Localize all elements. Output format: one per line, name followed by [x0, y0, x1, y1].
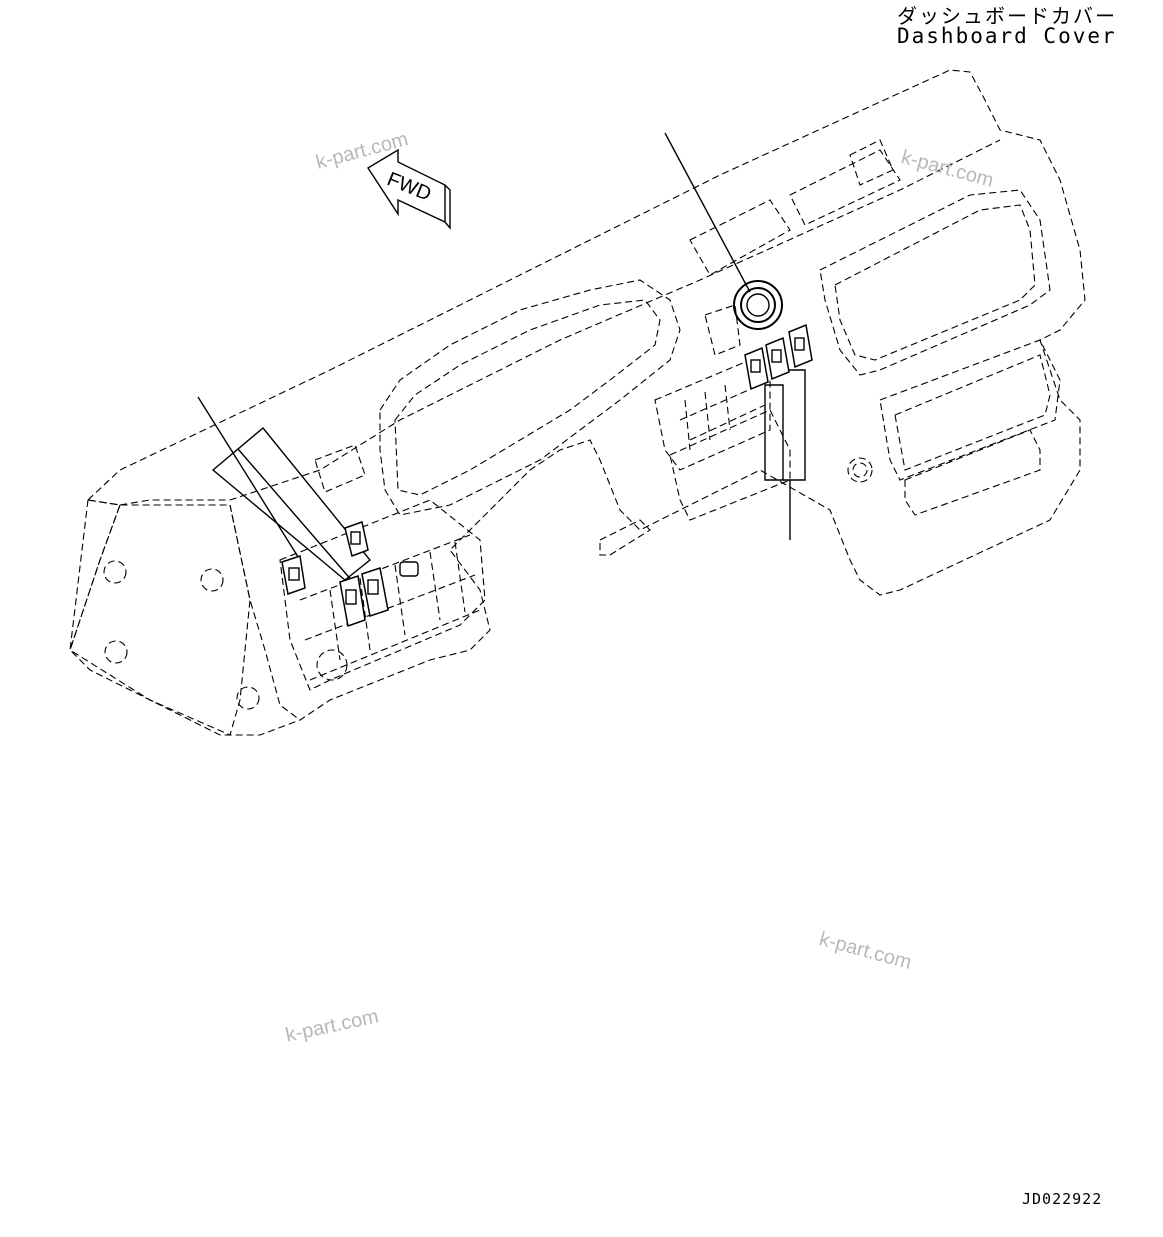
ignition-knob	[733, 280, 783, 330]
fwd-label: FWD	[384, 168, 434, 205]
small-knob	[399, 561, 419, 577]
part-title-english: Dashboard Cover	[897, 24, 1117, 48]
callout-lines	[197, 132, 806, 591]
rocker-switches-right	[744, 323, 813, 391]
drawing-code: JD022922	[1022, 1190, 1103, 1208]
fwd-direction-arrow: FWD	[367, 148, 451, 230]
part-title-japanese: ダッシュボードカバー	[897, 4, 1117, 28]
rocker-switches-left	[281, 521, 389, 628]
dashboard-cover-outline	[69, 69, 1086, 736]
